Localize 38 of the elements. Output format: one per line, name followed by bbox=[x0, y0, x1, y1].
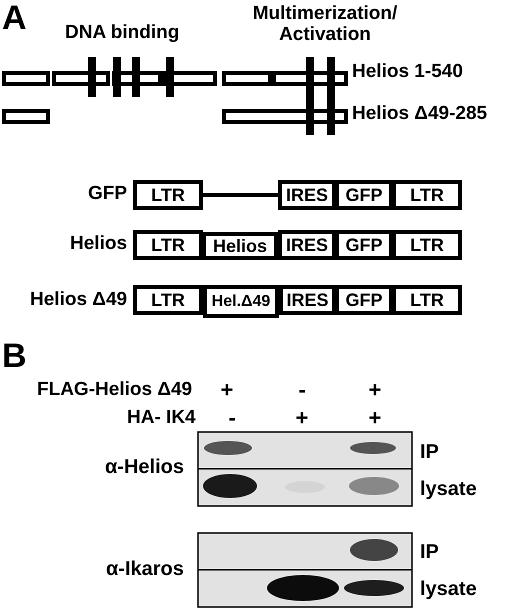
construct-label: GFP bbox=[88, 184, 128, 205]
protein-label: Helios 1-540 bbox=[352, 62, 463, 83]
segment-box: Helios bbox=[202, 232, 278, 260]
domain-label: DNA binding bbox=[65, 23, 180, 44]
construct-label: Helios Δ49 bbox=[30, 290, 128, 311]
sign: - bbox=[228, 406, 236, 430]
segment-box: LTR bbox=[133, 180, 203, 210]
protein-label: Helios Δ49-285 bbox=[352, 104, 488, 125]
segment-box: GFP bbox=[335, 180, 393, 210]
antibody-label: α-Helios bbox=[105, 456, 184, 478]
construct-label: Helios bbox=[70, 234, 128, 255]
sign: - bbox=[298, 378, 306, 402]
sign: + bbox=[368, 406, 382, 430]
panel-letter: B bbox=[2, 338, 27, 376]
fraction-label: lysate bbox=[420, 478, 477, 500]
segment-box: Hel.Δ49 bbox=[203, 285, 279, 318]
antibody-label: α-Ikaros bbox=[106, 558, 184, 580]
panel-letter: A bbox=[2, 0, 27, 38]
sign: + bbox=[368, 378, 382, 402]
segment-box: IRES bbox=[279, 285, 336, 315]
fraction-label: lysate bbox=[420, 578, 477, 600]
segment-box: LTR bbox=[392, 180, 462, 210]
segment-box: GFP bbox=[335, 230, 393, 260]
segment-box: IRES bbox=[278, 230, 336, 260]
segment-box: LTR bbox=[133, 230, 203, 260]
domain-label: Multimerization/ Activation bbox=[252, 4, 398, 46]
segment-box: GFP bbox=[335, 285, 393, 315]
fraction-label: IP bbox=[420, 441, 439, 463]
fraction-label: IP bbox=[420, 541, 439, 563]
segment-box: LTR bbox=[392, 285, 462, 315]
segment-box: LTR bbox=[392, 230, 462, 260]
connector-line bbox=[203, 193, 278, 197]
lane-label: HA- IK4 bbox=[127, 408, 196, 429]
lane-label: FLAG-Helios Δ49 bbox=[37, 380, 192, 401]
segment-box: LTR bbox=[133, 285, 203, 315]
segment-box: IRES bbox=[278, 180, 336, 210]
sign: + bbox=[220, 378, 234, 402]
sign: + bbox=[296, 406, 308, 430]
